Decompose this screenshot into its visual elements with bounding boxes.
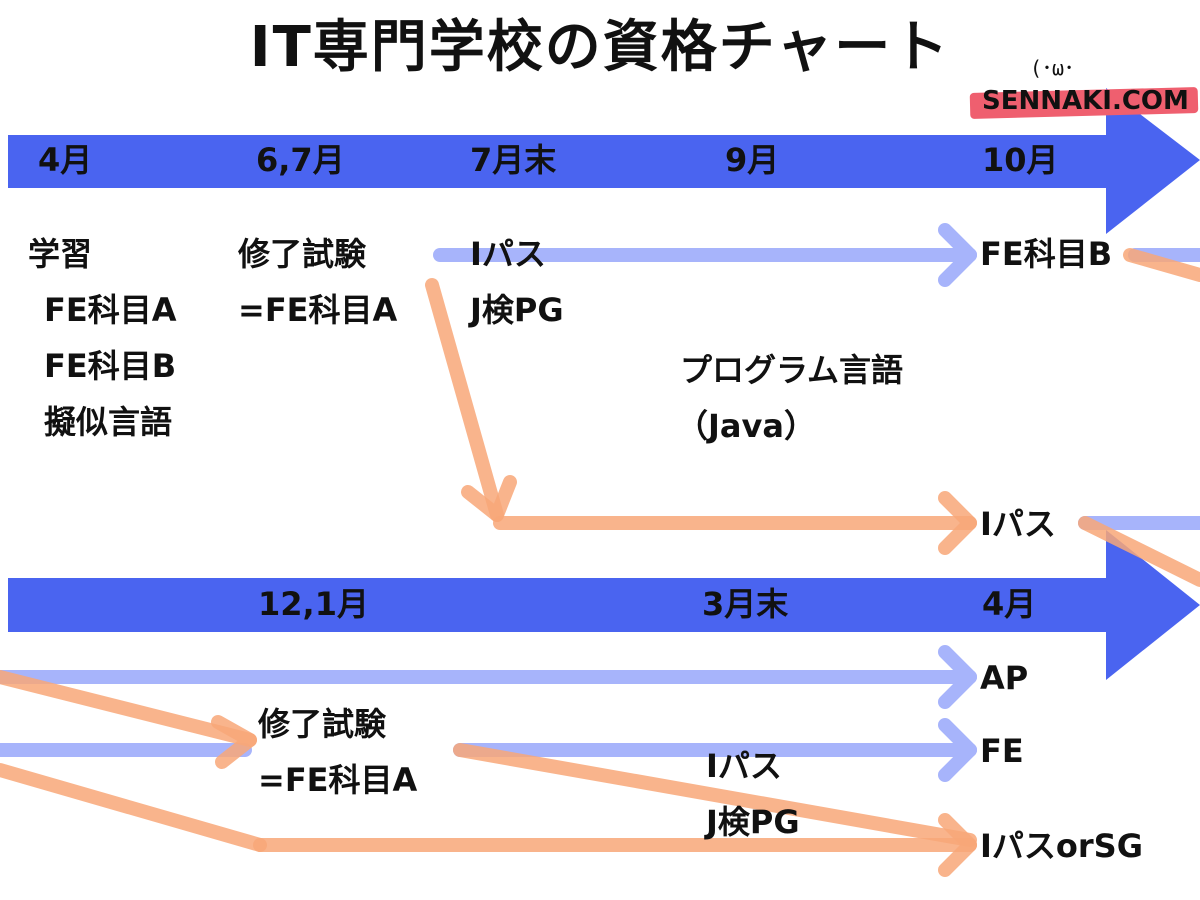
study-item: 擬似言語 <box>44 403 173 441</box>
mascot-icon: (･ω･ <box>1030 56 1075 80</box>
month-label: 3月末 <box>702 585 789 623</box>
cert-label: J検PG <box>470 291 564 329</box>
month-label: 10月 <box>982 141 1059 179</box>
month-label: 6,7月 <box>256 141 345 179</box>
arrowhead-down <box>461 475 517 522</box>
topic-label: （Java） <box>676 407 816 445</box>
arrowhead-exam2 <box>211 715 257 769</box>
arrowhead-ap <box>938 645 977 709</box>
exam-label: 修了試験 <box>238 235 367 273</box>
exam-label-sub: =FE科目A <box>238 291 398 329</box>
month-label: 7月末 <box>470 141 557 179</box>
flow-ipass-diag <box>1078 516 1200 587</box>
cert-label: FE科目B <box>980 235 1113 273</box>
goal-label: AP <box>980 659 1029 697</box>
month-label: 4月 <box>982 585 1037 623</box>
month-label: 12,1月 <box>258 585 369 623</box>
month-label: 9月 <box>725 141 780 179</box>
arrowhead-sg <box>938 813 977 877</box>
exam-label: 修了試験 <box>258 705 387 743</box>
flow-feb-diag <box>1123 248 1200 282</box>
goal-label: FE <box>980 732 1024 770</box>
orange-flows <box>0 248 1200 877</box>
logo-text: SENNAKI.COM <box>982 86 1189 116</box>
arrowhead-fe <box>938 718 977 782</box>
arrowhead-feb <box>938 223 977 287</box>
study-item: FE科目B <box>44 347 177 385</box>
cert-label: Iパス <box>470 235 546 273</box>
month-label: 4月 <box>38 141 93 179</box>
flow-left-diag-low <box>0 763 267 852</box>
flow-exam2-to-sg <box>453 743 977 847</box>
page-title: IT専門学校の資格チャート <box>249 15 951 80</box>
timeline-arrow-1 <box>8 88 1200 234</box>
study-heading: 学習 <box>28 235 93 273</box>
light-blue-flows <box>0 223 1200 782</box>
exam-label-sub: =FE科目A <box>258 761 418 799</box>
cert-label: Iパス <box>706 747 782 785</box>
topic-label: プログラム言語 <box>680 351 904 389</box>
timeline-arrow-2 <box>8 530 1200 680</box>
goal-label: IパスorSG <box>980 827 1143 865</box>
site-logo: SENNAKI.COM <box>969 84 1199 120</box>
cert-label: J検PG <box>706 803 800 841</box>
arrowhead-ipass-mid <box>938 491 977 555</box>
cert-label: Iパス <box>980 505 1056 543</box>
flow-left-to-exam2 <box>0 670 257 747</box>
study-item: FE科目A <box>44 291 177 329</box>
flow-exam1-down <box>425 278 504 522</box>
